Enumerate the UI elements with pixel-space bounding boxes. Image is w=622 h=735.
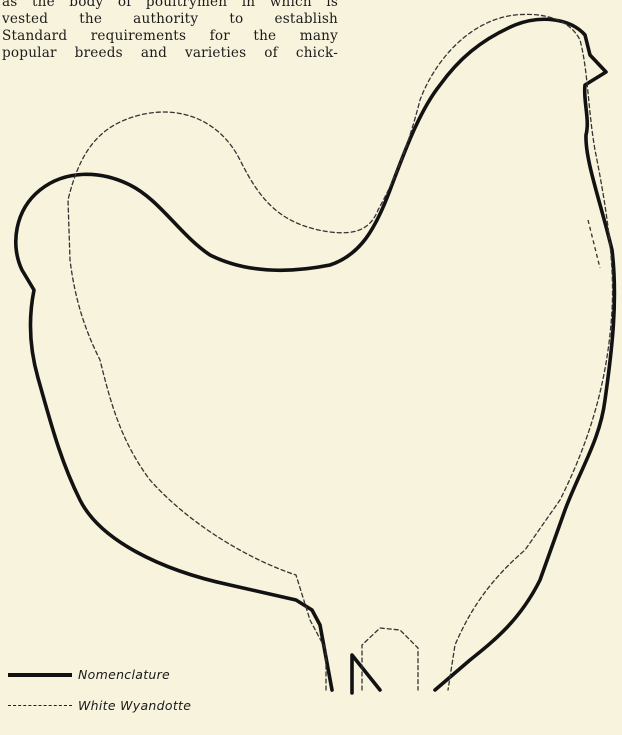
legend-label-white-wyandotte: White Wyandotte bbox=[78, 698, 191, 713]
legend-solid-line bbox=[8, 673, 72, 677]
wyandotte-accent bbox=[588, 220, 600, 268]
legend-label-nomenclature: Nomenclature bbox=[78, 667, 170, 682]
legend-nomenclature: Nomenclature bbox=[8, 667, 170, 682]
legend-white-wyandotte: White Wyandotte bbox=[8, 698, 191, 713]
nomenclature-leg bbox=[352, 655, 380, 693]
nomenclature-outline bbox=[16, 19, 615, 690]
wyandotte-outline bbox=[68, 14, 613, 690]
legend-dashed-line bbox=[8, 705, 72, 706]
